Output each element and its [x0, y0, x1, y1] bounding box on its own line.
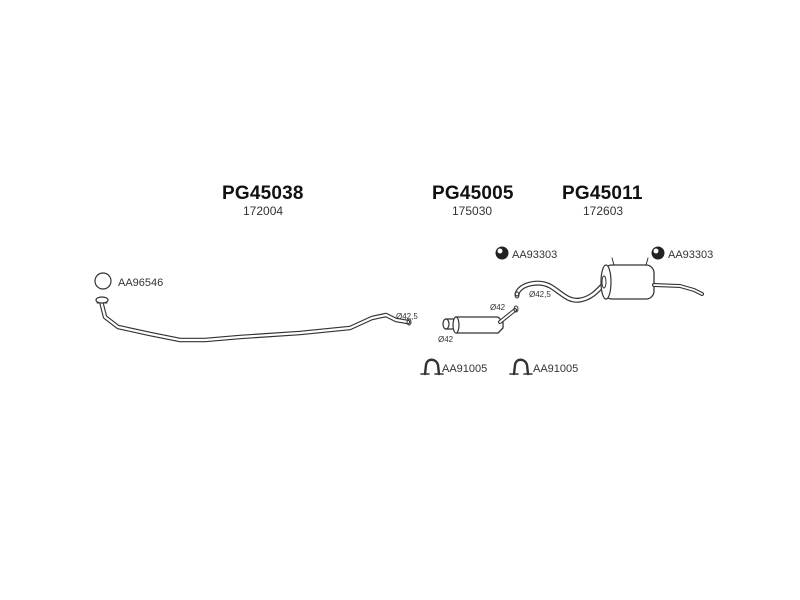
clamp-left-label: AA91005	[442, 363, 488, 375]
dim-front-pipe-end: Ø42,5	[396, 312, 418, 321]
dim-rear-inlet: Ø42,5	[529, 290, 551, 299]
middle-silencer	[442, 305, 519, 334]
clamp-right-label: AA91005	[533, 363, 579, 375]
rubber-hanger-front-icon	[495, 246, 509, 260]
front-pipe	[95, 296, 412, 343]
clamp-right-icon	[509, 358, 533, 376]
gasket-label: AA96546	[118, 277, 164, 289]
part-code-rear-silencer: PG45011	[562, 183, 643, 204]
part-number-middle-silencer: 175030	[452, 204, 493, 218]
part-number-rear-silencer: 172603	[583, 204, 624, 218]
hanger-rear-label: AA93303	[668, 249, 714, 261]
hanger-front-label: AA93303	[512, 249, 558, 261]
clamp-left-icon	[420, 358, 444, 376]
part-number-front-pipe: 172004	[243, 204, 284, 218]
rear-silencer	[514, 257, 704, 303]
gasket-ring-icon	[94, 272, 112, 290]
part-code-front-pipe: PG45038	[222, 183, 304, 204]
dim-middle-inlet: Ø42	[438, 335, 454, 344]
dim-middle-outlet: Ø42	[490, 303, 506, 312]
rubber-hanger-rear-icon	[651, 246, 665, 260]
part-code-middle-silencer: PG45005	[432, 183, 514, 204]
